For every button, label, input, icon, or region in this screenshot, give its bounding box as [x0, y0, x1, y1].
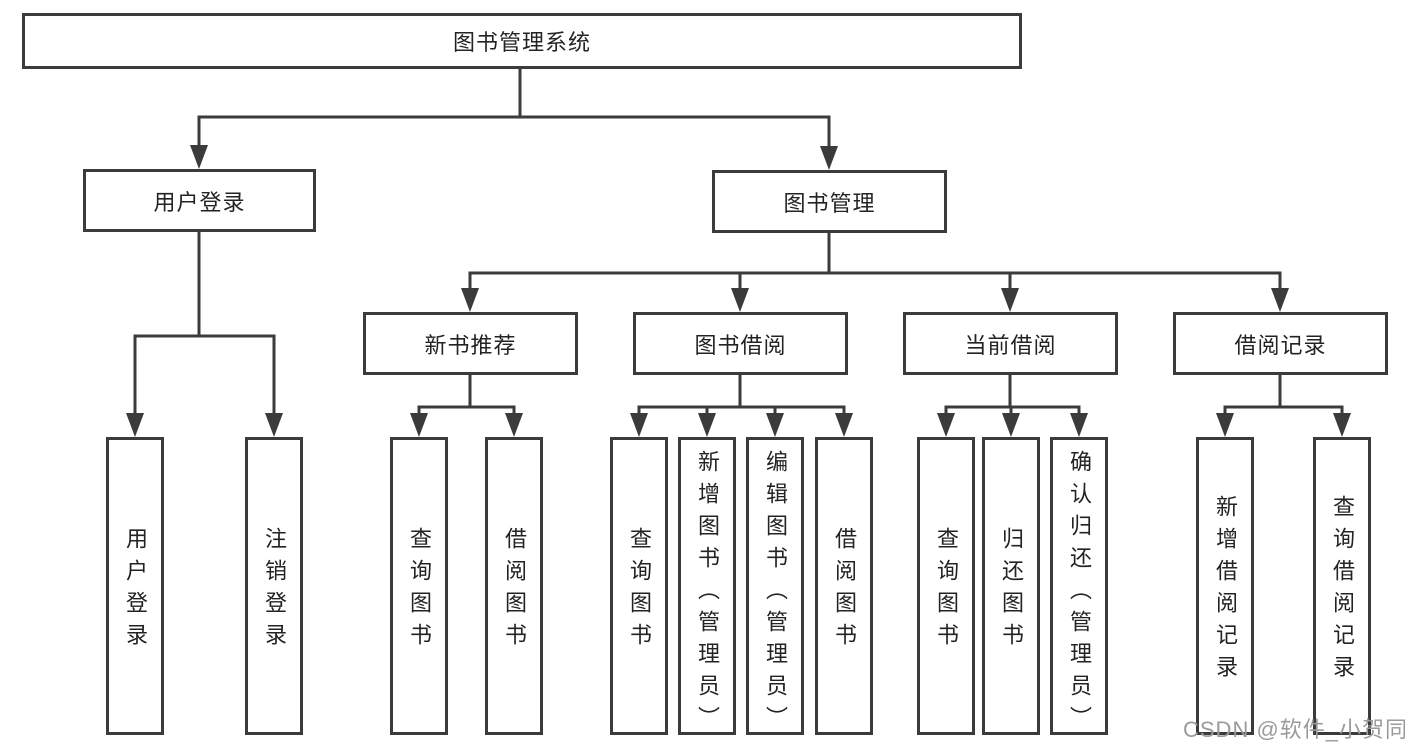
leaf-borrow-books-recommend: 借阅图书	[485, 437, 543, 735]
leaf-logout: 注销登录	[245, 437, 303, 735]
leaf-query-books-current: 查询图书	[917, 437, 975, 735]
leaf-add-borrow-record: 新增借阅记录	[1196, 437, 1254, 735]
leaf-return-books: 归还图书	[982, 437, 1040, 735]
leaf-query-borrow-record: 查询借阅记录	[1313, 437, 1371, 735]
leaf-query-books-recommend: 查询图书	[390, 437, 448, 735]
leaf-confirm-return-admin: 确认归还（管理员）	[1050, 437, 1108, 738]
csdn-watermark: CSDN @软件_小贺同学	[1183, 717, 1405, 742]
node-borrowing-records: 借阅记录	[1173, 312, 1388, 375]
node-new-book-recommendation: 新书推荐	[363, 312, 578, 375]
node-user-login: 用户登录	[83, 169, 316, 232]
node-book-management: 图书管理	[712, 170, 947, 233]
leaf-query-books-borrowing: 查询图书	[610, 437, 668, 735]
node-library-management-system: 图书管理系统	[22, 13, 1022, 69]
leaf-edit-books-admin: 编辑图书（管理员）	[746, 437, 804, 738]
leaf-add-books-admin: 新增图书（管理员）	[678, 437, 736, 738]
node-current-borrowing: 当前借阅	[903, 312, 1118, 375]
leaf-borrow-books-borrowing: 借阅图书	[815, 437, 873, 735]
node-book-borrowing: 图书借阅	[633, 312, 848, 375]
leaf-user-login: 用户登录	[106, 437, 164, 735]
